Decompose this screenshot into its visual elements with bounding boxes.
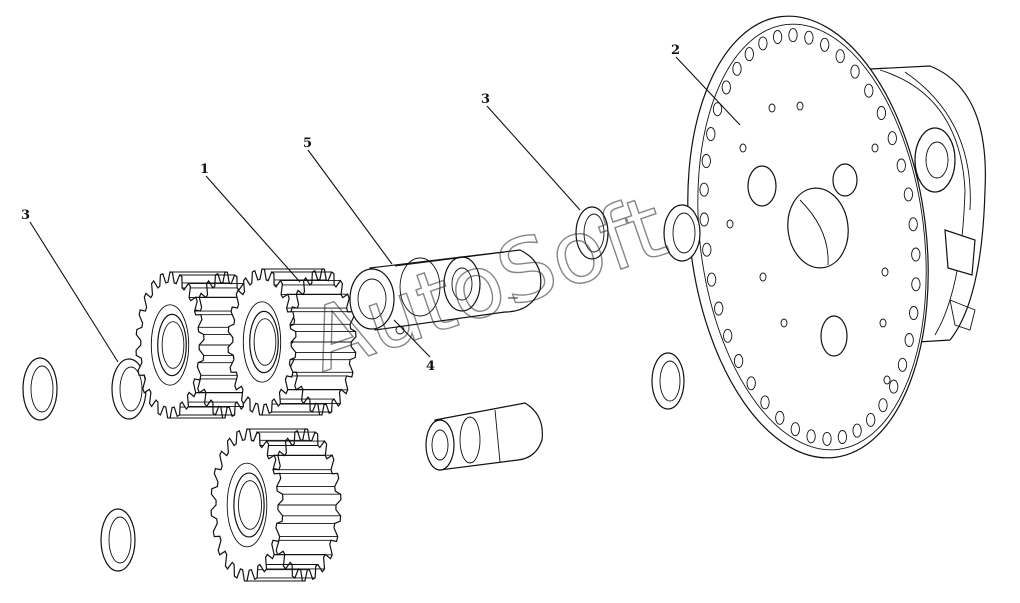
thrust-washer-left-inner: [111, 358, 147, 420]
perimeter-hole: [903, 187, 914, 202]
perimeter-hole: [908, 217, 918, 232]
perimeter-hole: [702, 242, 712, 257]
perimeter-hole: [733, 354, 744, 368]
perimeter-hole: [806, 429, 816, 444]
planet-pin-lower: [425, 402, 543, 471]
callout-1: 1: [200, 162, 209, 177]
perimeter-hole: [909, 306, 919, 320]
carrier-perimeter-holes: [699, 28, 921, 446]
perimeter-hole: [744, 47, 754, 62]
perimeter-hole: [758, 36, 768, 51]
leader-lines: [29, 56, 741, 363]
perimeter-hole: [714, 301, 724, 316]
perimeter-hole: [897, 357, 908, 372]
perimeter-hole: [889, 379, 899, 394]
callout-2: 2: [671, 43, 680, 58]
perimeter-hole: [820, 37, 830, 52]
perimeter-hole: [701, 154, 711, 168]
perimeter-hole: [732, 61, 742, 76]
perimeter-hole: [835, 49, 845, 64]
perimeter-hole: [699, 212, 709, 227]
planet-gear-middle-teeth: [262, 268, 356, 416]
planet-pin-upper: [349, 249, 542, 335]
thrust-washer-right: [663, 204, 701, 262]
planet-gear-left: [135, 271, 260, 419]
callout-labels: 1 2 3 3 4 5: [21, 43, 680, 374]
perimeter-hole: [911, 277, 921, 292]
perimeter-hole: [721, 80, 731, 95]
callout-4: 4: [426, 359, 435, 374]
perimeter-hole: [699, 182, 709, 197]
perimeter-hole: [775, 410, 785, 425]
perimeter-hole: [804, 30, 814, 45]
perimeter-hole: [866, 412, 876, 427]
perimeter-hole: [904, 333, 914, 347]
callout-3-left: 3: [21, 208, 30, 223]
perimeter-hole: [887, 131, 897, 146]
carrier-plate: [687, 15, 986, 459]
perimeter-hole: [911, 247, 921, 262]
perimeter-hole: [822, 431, 832, 446]
callout-3-upper: 3: [481, 92, 490, 107]
perimeter-hole: [878, 398, 888, 413]
perimeter-hole: [706, 272, 717, 287]
perimeter-hole: [772, 30, 783, 44]
planet-gears: [135, 268, 357, 582]
thrust-washer-left-outer: [22, 357, 58, 421]
thrust-washer-upper: [575, 206, 609, 260]
perimeter-hole: [852, 423, 862, 438]
perimeter-hole: [864, 83, 874, 98]
perimeter-hole: [723, 328, 733, 343]
perimeter-hole: [788, 28, 798, 43]
perimeter-hole: [850, 64, 860, 79]
watermark-text: AutoSoft: [296, 177, 678, 392]
planet-gear-bottom: [210, 428, 342, 582]
perimeter-hole: [837, 430, 848, 444]
perimeter-hole: [896, 158, 906, 173]
thrust-washer-bottom-left: [100, 508, 136, 572]
perimeter-hole: [712, 102, 723, 117]
planet-gear-middle: [227, 268, 357, 416]
callout-5: 5: [303, 136, 312, 151]
thrust-washer-lower-mid: [651, 352, 685, 410]
perimeter-hole: [760, 395, 770, 410]
planet-gear-bottom-teeth: [247, 428, 341, 582]
perimeter-hole: [746, 376, 756, 391]
perimeter-hole: [790, 422, 800, 437]
perimeter-hole: [706, 127, 716, 141]
perimeter-hole: [876, 106, 887, 120]
